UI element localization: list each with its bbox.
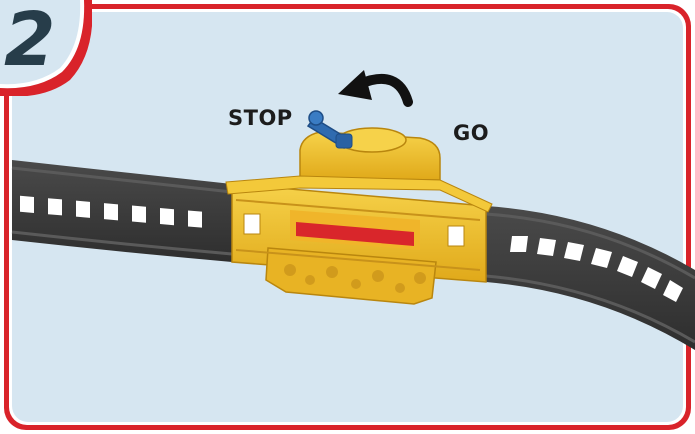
go-label: GO xyxy=(453,121,489,145)
step-badge: 2 xyxy=(0,0,92,96)
step-number: 2 xyxy=(4,0,56,86)
stop-label: STOP xyxy=(228,106,293,130)
